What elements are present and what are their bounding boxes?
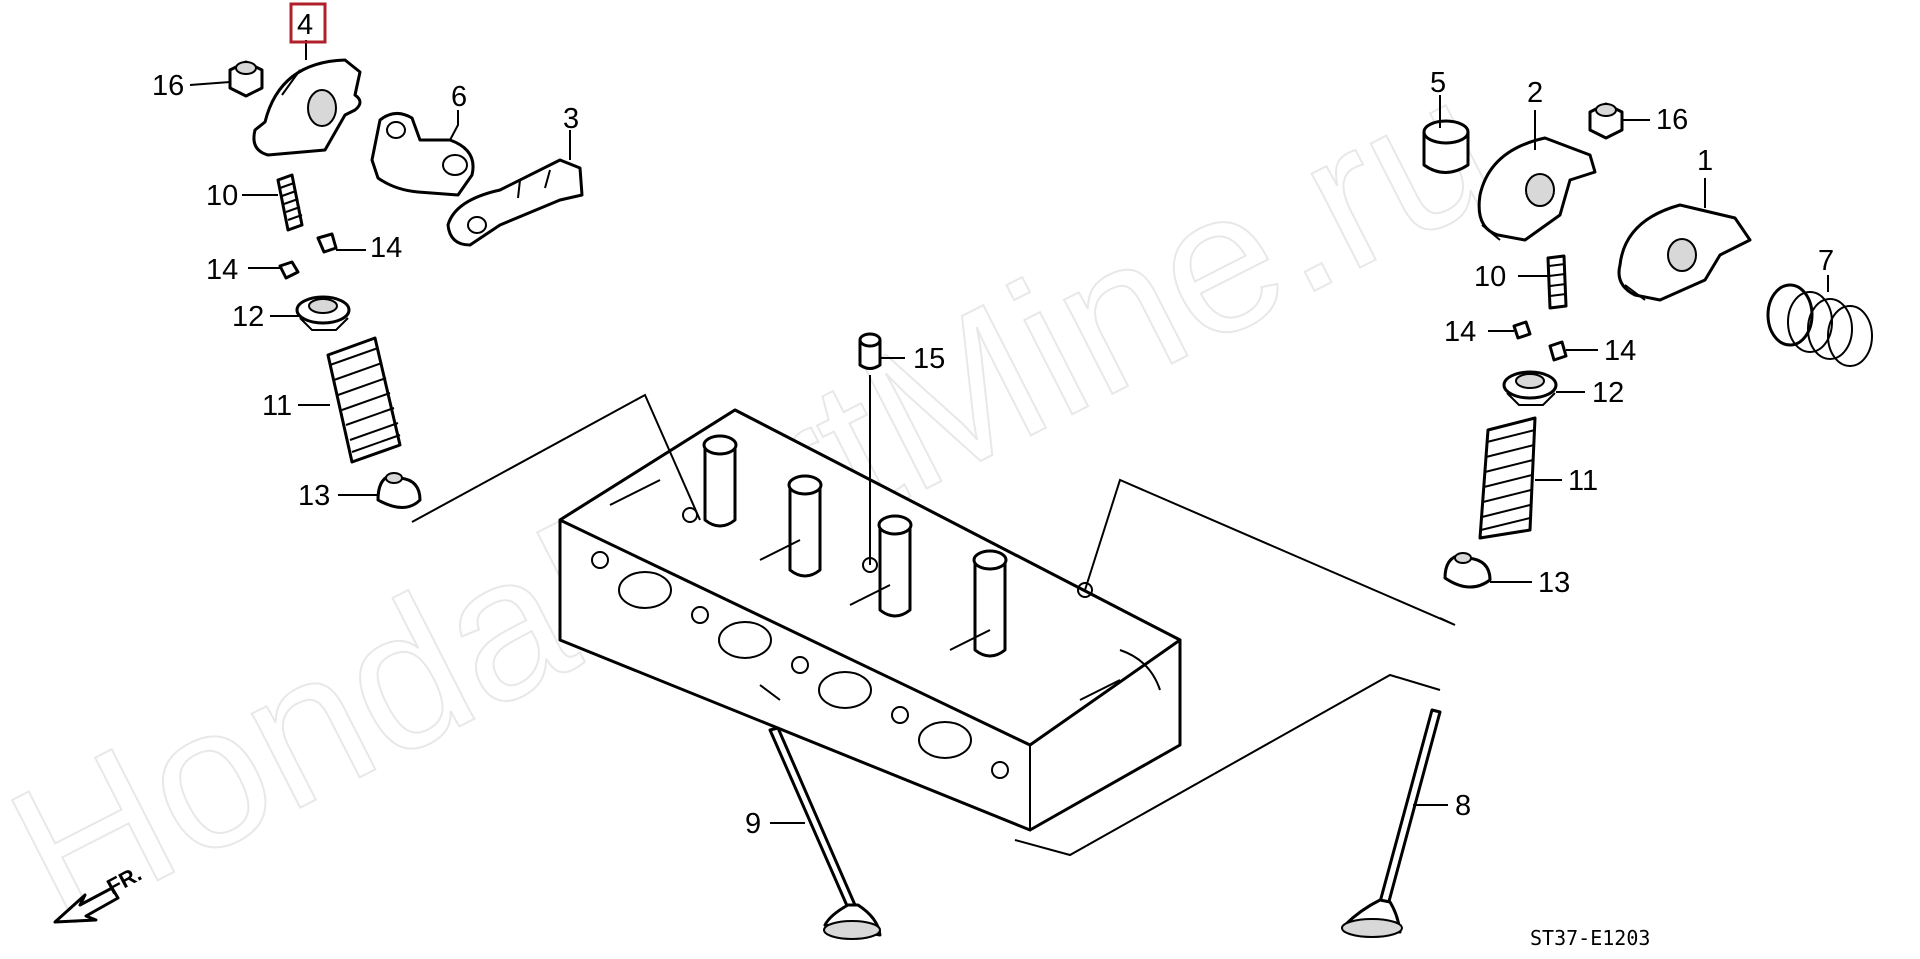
collar-5[interactable]: [1422, 119, 1470, 174]
spring-10-right[interactable]: [1546, 254, 1568, 310]
callout-8[interactable]: 8: [1455, 790, 1471, 822]
rocker-arm-4[interactable]: [252, 58, 362, 157]
valve-seal-13-right[interactable]: [1443, 552, 1492, 589]
callout-11-right[interactable]: 11: [1568, 465, 1598, 497]
retainer-12-right[interactable]: [1502, 370, 1558, 406]
callout-13-left[interactable]: 13: [298, 480, 330, 512]
keeper-14-a[interactable]: [278, 260, 300, 280]
callout-16-right[interactable]: 16: [1656, 104, 1688, 136]
callout-14-b[interactable]: 14: [370, 232, 402, 264]
callout-1[interactable]: 1: [1697, 145, 1713, 177]
callout-12-left[interactable]: 12: [232, 301, 264, 333]
keeper-14-b[interactable]: [316, 232, 338, 254]
keeper-14-d[interactable]: [1548, 340, 1568, 362]
callout-leaders: [189, 40, 1829, 824]
rocker-arm-3[interactable]: [446, 158, 584, 247]
callout-12-right[interactable]: 12: [1592, 377, 1624, 409]
diagram-code: ST37-E1203: [1530, 926, 1650, 950]
callout-15[interactable]: 15: [913, 343, 945, 375]
callout-14-a[interactable]: 14: [206, 254, 238, 286]
callout-4[interactable]: 4: [297, 9, 313, 41]
callout-14-c[interactable]: 14: [1444, 316, 1476, 348]
valve-spring-11-right[interactable]: [1478, 416, 1537, 540]
callout-16-left[interactable]: 16: [152, 70, 184, 102]
highlight-box: [289, 2, 327, 44]
dowel-15[interactable]: [858, 332, 882, 370]
spring-7[interactable]: [1766, 283, 1873, 367]
keeper-14-c[interactable]: [1512, 320, 1532, 340]
nut-16-right[interactable]: [1588, 102, 1624, 140]
callout-7[interactable]: 7: [1818, 245, 1834, 277]
callout-5[interactable]: 5: [1430, 67, 1446, 99]
callout-14-d[interactable]: 14: [1604, 335, 1636, 367]
callout-10-left[interactable]: 10: [206, 180, 238, 212]
valve-8[interactable]: [1341, 708, 1442, 938]
valve-spring-11-left[interactable]: [326, 336, 402, 464]
callout-3[interactable]: 3: [563, 103, 579, 135]
valve-9[interactable]: [768, 726, 882, 940]
nut-16-left[interactable]: [228, 60, 264, 98]
callout-13-right[interactable]: 13: [1538, 567, 1570, 599]
valve-seal-13-left[interactable]: [376, 472, 422, 509]
plate-6[interactable]: [370, 112, 475, 197]
spring-10-left[interactable]: [276, 173, 304, 232]
callout-9[interactable]: 9: [745, 808, 761, 840]
retainer-12-left[interactable]: [295, 295, 351, 331]
cylinder-head[interactable]: [558, 408, 1182, 832]
callout-6[interactable]: 6: [451, 81, 467, 113]
spark-plug-tubes: [702, 434, 1008, 658]
rocker-arm-2[interactable]: [1477, 136, 1597, 242]
rocker-arm-1[interactable]: [1617, 203, 1752, 302]
callout-11-left[interactable]: 11: [262, 390, 292, 422]
callout-10-right[interactable]: 10: [1474, 261, 1506, 293]
callout-2[interactable]: 2: [1527, 77, 1543, 109]
